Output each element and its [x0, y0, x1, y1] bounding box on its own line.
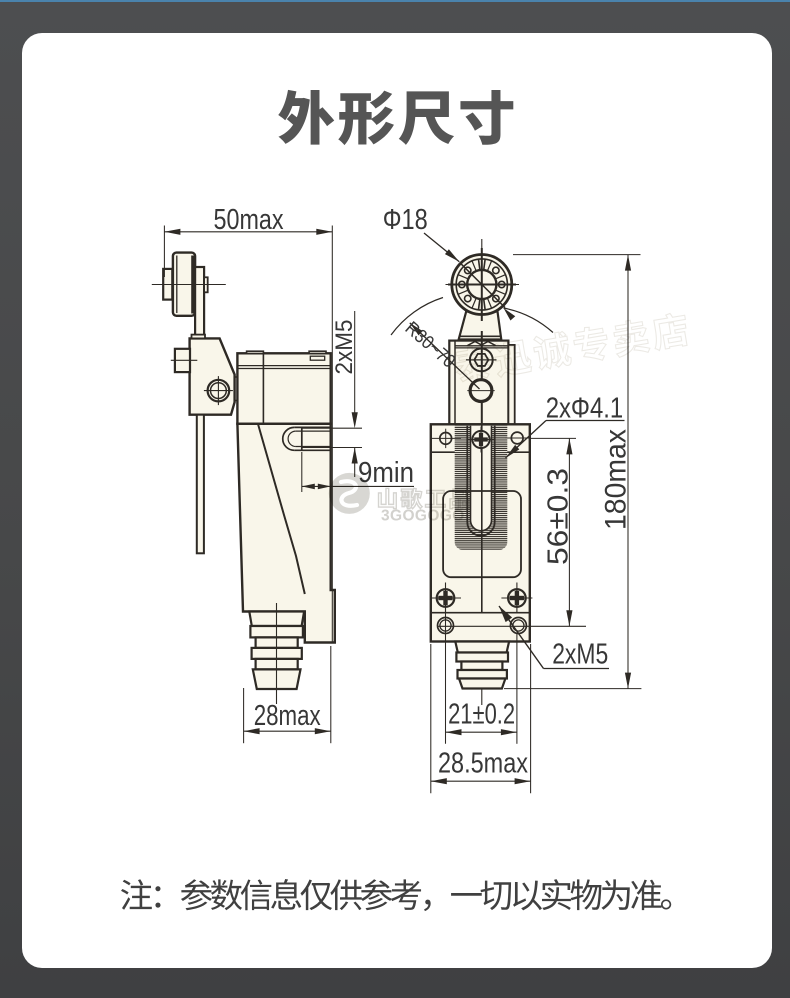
svg-text:180max: 180max: [600, 429, 633, 530]
svg-text:50max: 50max: [214, 204, 284, 236]
svg-text:28max: 28max: [254, 700, 321, 732]
svg-text:2xΦ4.1: 2xΦ4.1: [546, 393, 624, 425]
svg-text:3GOGOGO: 3GOGOGO: [381, 508, 465, 525]
svg-text:28.5max: 28.5max: [438, 748, 528, 780]
svg-text:2xM5: 2xM5: [331, 320, 358, 375]
svg-text:2xM5: 2xM5: [552, 639, 608, 671]
svg-text:56±0.3: 56±0.3: [543, 468, 575, 565]
svg-text:Φ18: Φ18: [383, 204, 428, 236]
svg-text:21±0.2: 21±0.2: [448, 699, 515, 731]
